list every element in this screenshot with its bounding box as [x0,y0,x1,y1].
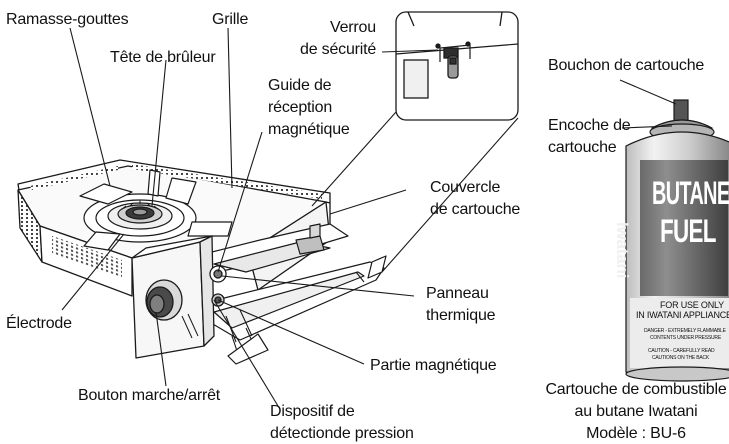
inset-connector-left [311,111,397,207]
label-cartridge-notch-line-2: cartouche [548,139,617,156]
label-cartridge-cap: Bouchon de cartouche [548,57,705,74]
label-heat-panel-line-2: thermique [426,307,496,324]
canister-word-fuel: FUEL [660,213,716,249]
label-electrode: Électrode [6,315,72,332]
inset-connector-right [381,117,519,273]
burner-assembly [83,193,197,243]
label-on-off-knob: Bouton marche/arrêt [78,387,221,404]
label-pressure-device-line-1: Dispositif de [270,403,355,420]
canister-use-line-1: FOR USE ONLY [660,300,724,310]
label-magnetic-guide-line-2: réception [268,99,333,116]
label-magnetic-part: Partie magnétique [370,357,497,374]
label-grill: Grille [212,11,249,28]
grill [79,169,233,251]
butane-canister [625,99,729,382]
label-fuel-caption-line-1: Cartouche de combustible [545,381,727,398]
label-cartridge-cover-line-1: Couvercle [430,179,501,196]
canister-word-butane: BUTANE [652,175,729,211]
label-fuel-caption-line-2: au butane Iwatani [574,403,698,420]
label-cartridge-notch-line-1: Encoche de [548,117,631,134]
label-safety-lock-line-1: Verrou [330,19,376,36]
canister-warning-line-2: CONTENTS UNDER PRESSURE [650,335,721,341]
canister-use-line-2: IN IWATANI APPLIANCES [636,310,729,320]
label-drip-tray: Ramasse-gouttes [6,11,129,28]
label-cartridge-cover-line-2: de cartouche [430,201,521,218]
label-magnetic-guide-line-3: magnétique [268,121,350,138]
canister-brand-text: Iwatani [613,222,632,279]
label-pressure-device-line-2: détectionde pression [270,425,414,442]
canister-warning-line-3: CAUTION - CAREFULLY READ [648,348,715,354]
control-panel [131,235,227,359]
safety-lock-inset [395,11,519,121]
label-burner-head: Tête de brûleur [110,49,216,66]
label-safety-lock-line-2: de sécurité [300,41,377,58]
label-magnetic-guide-line-1: Guide de [268,77,332,94]
label-fuel-caption-line-3: Modèle : BU-6 [586,425,686,442]
leader-lines [61,27,677,407]
canister-warning-line-1: DANGER - EXTREMELY FLAMMABLE [644,328,726,334]
canister-warning-line-4: CAUTIONS ON THE BACK [652,355,710,361]
label-heat-panel-line-1: Panneau [426,285,489,302]
